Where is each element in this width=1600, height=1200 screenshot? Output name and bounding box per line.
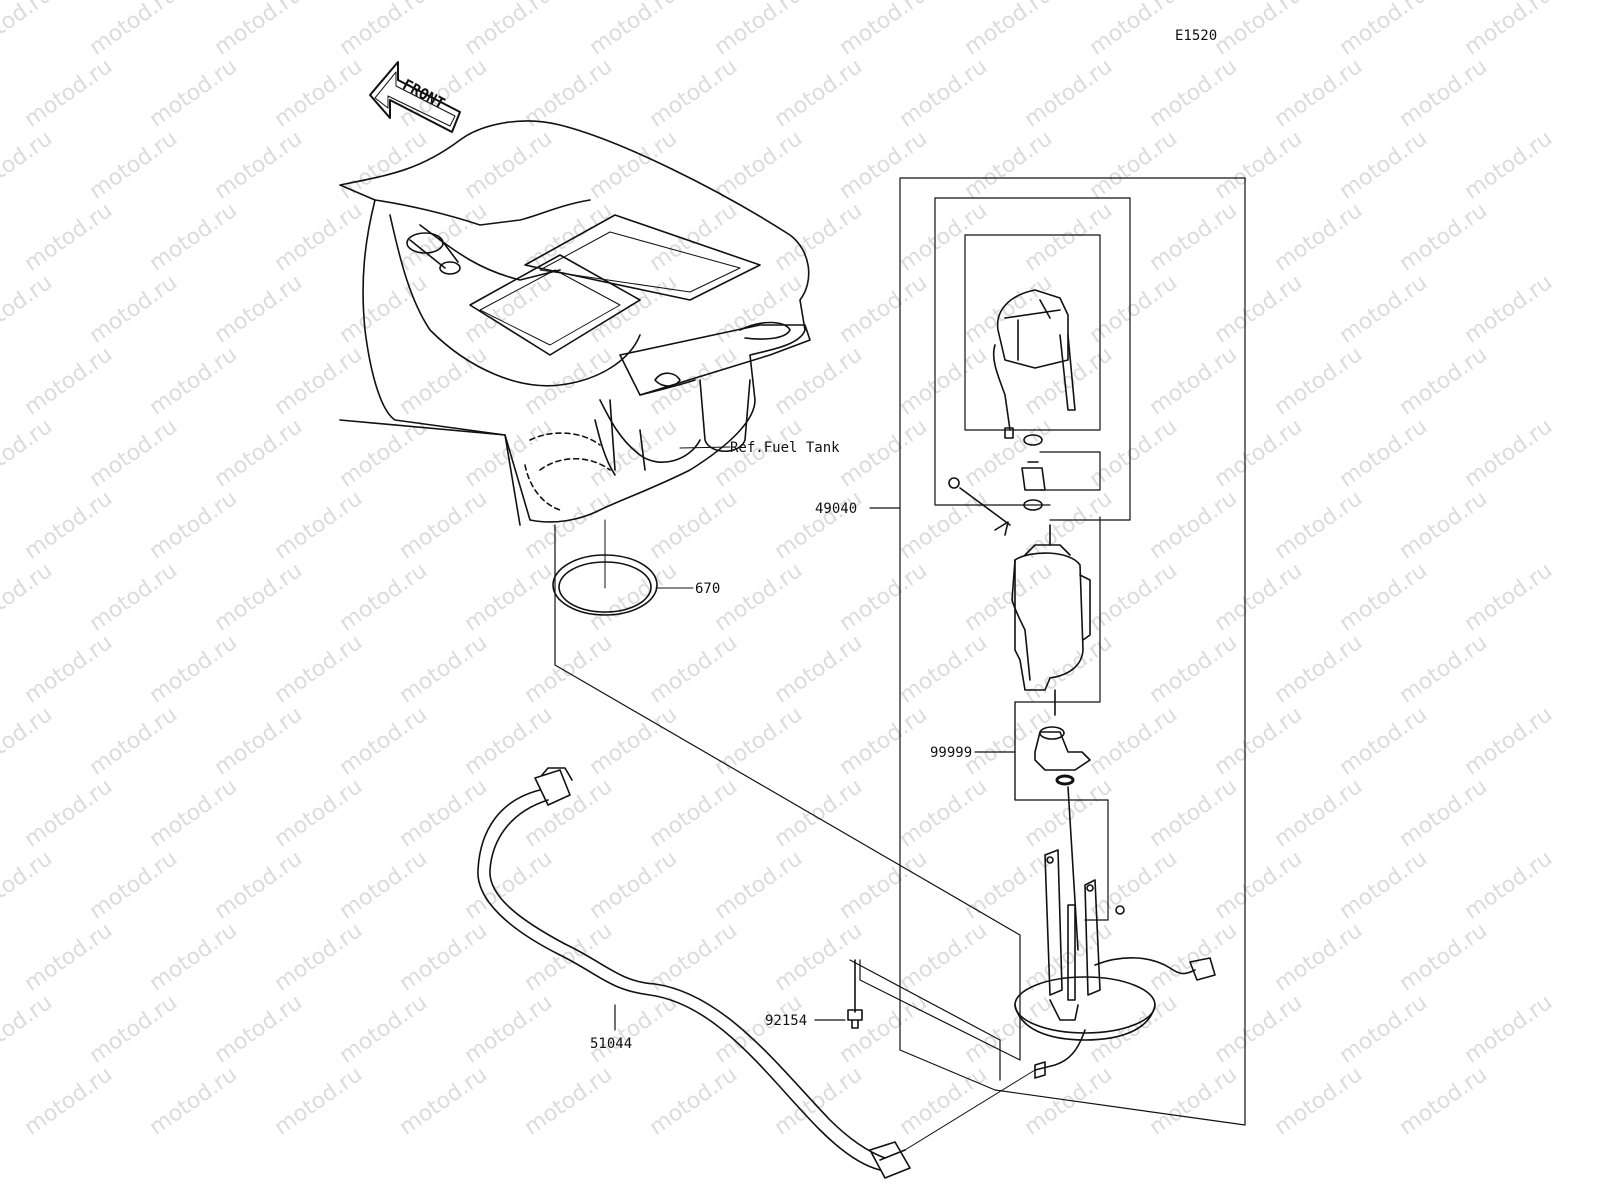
leader-lines (904, 1069, 1036, 1151)
hose-51044 (477, 767, 911, 1179)
bolt-92154 (847, 959, 863, 1029)
diagram-code: E1520 (1175, 28, 1217, 44)
fuel-pump-assembly (948, 289, 1216, 1079)
label-92154: 92154 (765, 1013, 807, 1029)
front-arrow-icon: FRONT (369, 61, 461, 133)
label-51044: 51044 (590, 1036, 632, 1052)
fuel-tank-drawing (339, 120, 811, 526)
label-670: 670 (695, 581, 720, 597)
label-ref-fuel-tank: Ref.Fuel Tank (730, 440, 840, 456)
label-99999: 99999 (930, 745, 972, 761)
label-49040: 49040 (815, 501, 857, 517)
front-marker-text: FRONT (400, 76, 448, 113)
o-ring-670 (552, 519, 694, 616)
reference-lines (554, 177, 1246, 1126)
